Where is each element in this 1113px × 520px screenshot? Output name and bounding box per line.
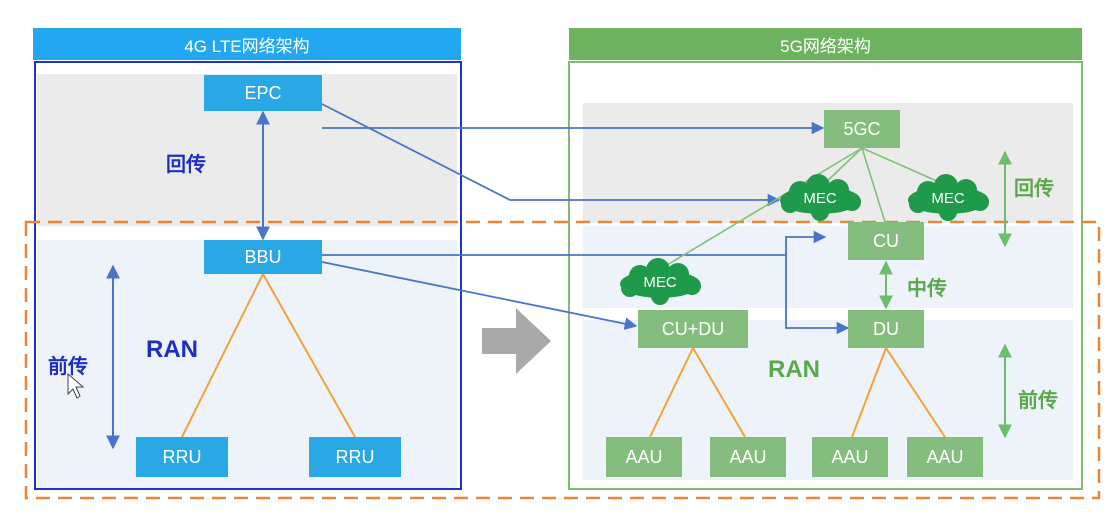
rru-node-left: RRU [136, 437, 228, 477]
nr-ran-label: RAN [768, 356, 820, 383]
aau-node-3: AAU [812, 437, 888, 477]
aau-node-4: AAU [907, 437, 983, 477]
split-to-cu-arrow [785, 230, 827, 255]
5gc-to-mec-left-lower-link [661, 147, 863, 269]
rru-node-right: RRU [309, 437, 401, 477]
lte-backhaul-label: 回传 [166, 154, 206, 176]
cudu-tree-left [649, 347, 694, 438]
transition-arrow [482, 308, 551, 374]
mec-label-top-right: MEC [931, 190, 965, 207]
bbu-node: BBU [204, 240, 322, 274]
5gc-node: 5GC [824, 110, 900, 148]
aau-node-1: AAU [606, 437, 682, 477]
nr-panel-border [568, 61, 1083, 490]
5gc-to-mec-left-link [821, 147, 863, 187]
du-tree-right [885, 347, 946, 438]
ran-dashed-outline [24, 220, 1101, 500]
nr-backhaul-label: 回传 [1014, 178, 1054, 200]
mec-label-top-left: MEC [803, 190, 837, 207]
mec-cloud-left [620, 258, 701, 305]
lte-ran-label: RAN [146, 336, 198, 363]
mec-cloud-top-right [908, 174, 989, 221]
lte-fronthaul-label: 前传 [48, 356, 88, 378]
nr-fronthaul-label: 前传 [1018, 390, 1058, 412]
aau-node-2: AAU [710, 437, 786, 477]
cudu-tree-right [692, 347, 746, 438]
cu-du-node: CU+DU [638, 310, 748, 348]
cu-node: CU [848, 222, 924, 260]
bbu-to-cudu-arrow [321, 261, 638, 330]
lte-header: 4G LTE网络架构 [33, 28, 461, 60]
5gc-to-cu-link [861, 147, 886, 223]
split-to-du-arrow [785, 255, 850, 335]
du-node: DU [848, 310, 924, 348]
nr-midhaul-label: 中传 [907, 278, 947, 300]
lte-tree-right [262, 273, 356, 438]
nr-header: 5G网络架构 [569, 28, 1082, 60]
mec-label-left: MEC [643, 274, 677, 291]
mouse-cursor-icon [67, 372, 85, 399]
epc-node: EPC [204, 75, 322, 111]
du-tree-left [851, 347, 887, 438]
lte-tree-left [181, 273, 264, 438]
epc-to-mec-arrow [321, 103, 781, 207]
mec-cloud-top-left [780, 174, 861, 221]
5gc-to-mec-right-link [861, 147, 949, 187]
lte-panel-border [34, 61, 462, 490]
